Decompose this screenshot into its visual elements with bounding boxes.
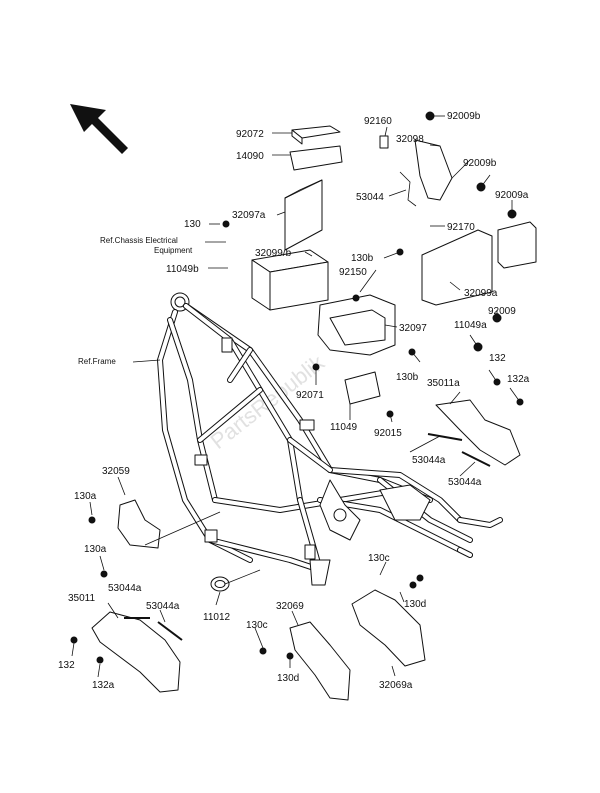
label-132a-right: 132a — [507, 374, 530, 385]
label-130b-mid: 130b — [396, 372, 419, 383]
label-32059: 32059 — [102, 466, 130, 477]
label-130d-right: 130d — [404, 599, 426, 610]
battery-case — [284, 179, 323, 251]
rear-footpeg-plate — [351, 589, 426, 667]
motorcycle-frame — [157, 292, 503, 586]
label-132-right: 132 — [489, 353, 506, 364]
side-cover-bracket — [421, 221, 537, 306]
label-11049b: 11049b — [166, 264, 199, 275]
label-32069a: 32069a — [379, 680, 413, 691]
label-53044a-r2: 53044a — [448, 477, 482, 488]
bolt-set — [70, 111, 524, 664]
label-53044a-l2: 53044a — [146, 601, 180, 612]
label-92009b-top: 92009b — [447, 111, 481, 122]
label-130: 130 — [184, 219, 201, 230]
label-132a-left: 132a — [92, 680, 115, 691]
small-clip — [379, 135, 389, 149]
label-130c-mid: 130c — [246, 620, 268, 631]
label-130c-right: 130c — [368, 553, 390, 564]
label-35011: 35011 — [68, 593, 96, 604]
front-direction-arrow-icon — [70, 104, 128, 154]
battery-pad — [289, 145, 343, 171]
label-92160: 92160 — [364, 116, 392, 127]
label-35011a: 35011a — [427, 378, 460, 389]
battery-cover-band — [291, 125, 341, 145]
label-32099b: 32099/b — [255, 248, 292, 259]
label-53044a-r1: 53044a — [412, 455, 446, 466]
label-132-left: 132 — [58, 660, 75, 671]
label-32097a: 32097a — [232, 210, 266, 221]
label-14090: 14090 — [236, 151, 264, 162]
battery-holder-bracket — [317, 294, 396, 356]
label-130a-1: 130a — [74, 491, 97, 502]
label-32069: 32069 — [276, 601, 304, 612]
grommet — [210, 576, 230, 592]
right-footpeg-bracket — [435, 399, 521, 466]
label-92170: 92170 — [447, 222, 475, 233]
center-footpeg-plate — [289, 621, 351, 701]
battery-tray — [251, 249, 329, 311]
leader-lines — [71, 115, 521, 678]
part-labels: 92072 14090 92160 32098 92009b 92009b 92… — [58, 111, 530, 691]
label-92150: 92150 — [339, 267, 367, 278]
pin-rods — [124, 433, 491, 641]
label-32099a: 32099a — [464, 288, 498, 299]
label-130a-2: 130a — [84, 544, 107, 555]
label-11012: 11012 — [203, 612, 231, 623]
label-53044a-l1: 53044a — [108, 583, 142, 594]
label-92009a: 92009a — [495, 190, 529, 201]
label-ref-chassis: Ref.Chassis Electrical — [100, 236, 178, 245]
label-53044: 53044 — [356, 192, 384, 203]
left-footpeg-bracket — [91, 611, 181, 693]
label-92009b-mid: 92009b — [463, 158, 497, 169]
label-11049a: 11049a — [454, 320, 487, 331]
relay-bracket — [414, 139, 453, 201]
label-92072: 92072 — [236, 129, 264, 140]
label-130b-top: 130b — [351, 253, 374, 264]
label-ref-equipment: Equipment — [154, 246, 193, 255]
label-32098: 32098 — [396, 134, 424, 145]
label-92015: 92015 — [374, 428, 402, 439]
label-ref-frame: Ref.Frame — [78, 357, 116, 366]
label-92071: 92071 — [296, 390, 324, 401]
battery-band-lower — [344, 371, 381, 405]
label-130d-mid: 130d — [277, 673, 299, 684]
wire-clip — [399, 171, 417, 207]
label-11049: 11049 — [330, 422, 358, 433]
label-92009: 92009 — [488, 306, 516, 317]
label-32097: 32097 — [399, 323, 427, 334]
